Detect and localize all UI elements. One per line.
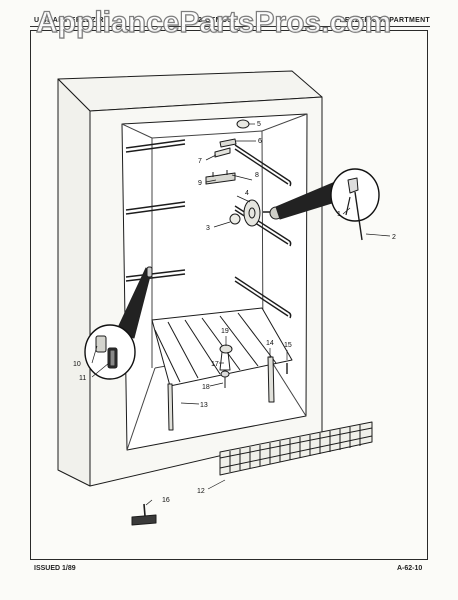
callout-13: 13	[200, 402, 208, 409]
callout-5: 5	[257, 121, 261, 128]
bracket-13	[167, 383, 174, 431]
leveling-leg	[131, 503, 157, 526]
leader-lines	[91, 123, 391, 506]
thermostat-housing	[229, 199, 283, 227]
callout-16: 16	[162, 497, 170, 504]
light-socket-detail	[345, 177, 363, 241]
bracket-14	[267, 356, 275, 403]
callout-17: 17	[211, 361, 219, 368]
kickplate-grille	[219, 421, 373, 476]
callout-2: 2	[392, 234, 396, 241]
drain-assembly	[219, 344, 233, 388]
cabinet-left-side	[57, 78, 91, 487]
header-rule	[30, 26, 430, 27]
door-switch-detail	[95, 335, 118, 369]
callout-1: 1	[337, 211, 341, 218]
callout-18: 18	[202, 384, 210, 391]
shelf-rails	[125, 139, 292, 319]
freezer-exploded-diagram: 1 2 3 4 5 6 7 8 9 10 11 12 13 14 15 16 1…	[57, 70, 396, 526]
callout-8: 8	[255, 172, 259, 179]
footer-issued-date: ISSUED 1/89	[34, 565, 76, 572]
callout-3: 3	[206, 225, 210, 232]
callout-11: 11	[79, 375, 86, 382]
callout-4: 4	[245, 190, 249, 197]
site-watermark: AppliancePartsPros.com	[35, 5, 392, 39]
callout-10: 10	[73, 361, 81, 368]
callout-19: 19	[221, 328, 229, 335]
header-section-title: FREEZER COMPARTMENT	[334, 17, 430, 24]
callout-6: 6	[258, 138, 262, 145]
diagram-frame	[30, 30, 428, 560]
callout-14: 14	[266, 340, 274, 347]
callout-15: 15	[284, 342, 292, 349]
header-model-text: U SRAHT FRZEZ R	[34, 17, 105, 24]
footer-page-code: A-62-10	[397, 565, 423, 572]
header-model-number: 2 GTMC31	[198, 17, 237, 24]
callout-9: 9	[198, 180, 202, 187]
callout-7: 7	[198, 158, 202, 165]
callout-12: 12	[197, 488, 205, 495]
liner-opening	[121, 113, 308, 451]
page-header: U SRAHT FRZEZ R 2 GTMC31 FREEZER COMPART…	[30, 14, 430, 28]
